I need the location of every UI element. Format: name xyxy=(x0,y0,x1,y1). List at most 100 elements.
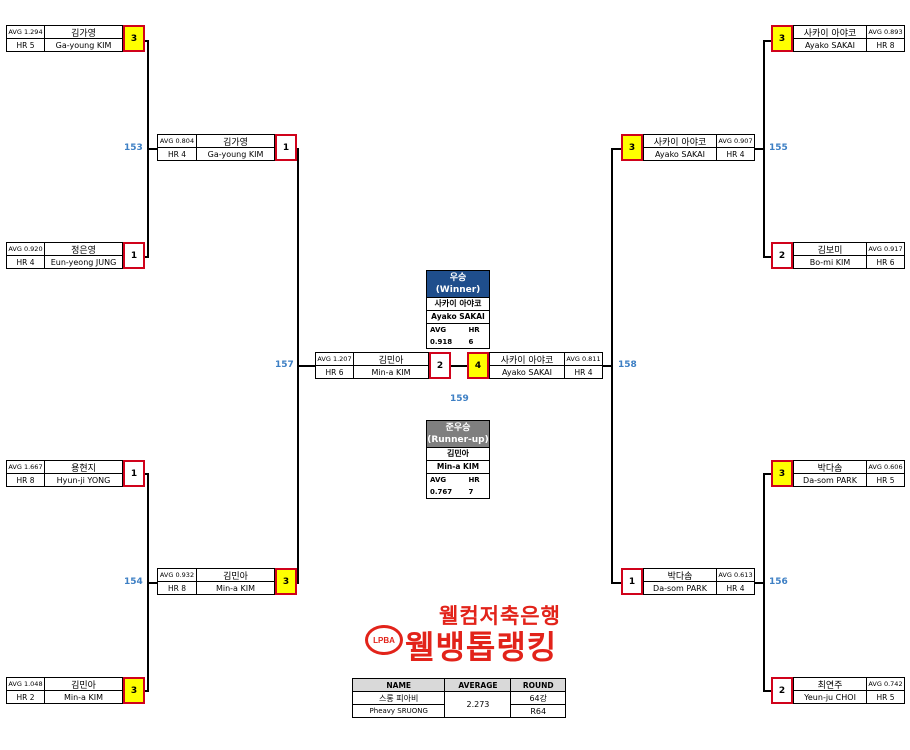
player-score: 3 xyxy=(123,25,145,52)
runnerup-subtitle: (Runner-up) xyxy=(427,435,489,445)
player-card: AVG 0.920 HR 4 정은영 Eun-yeong JUNG 1 xyxy=(6,242,145,276)
winner-name-korean: 사카이 아야코 xyxy=(427,297,489,310)
player-name-english: Ayako SAKAI xyxy=(489,365,565,379)
player-score: 2 xyxy=(771,242,793,269)
player-score: 3 xyxy=(123,677,145,704)
player-card: AVG 1.048 HR 2 김민아 Min-a KIM 3 xyxy=(6,677,145,711)
player-name-english: Yeun-ju CHOI xyxy=(793,690,867,704)
player-card: AVG 0.804 HR 4 김가영 Ga-young KIM 1 xyxy=(157,134,297,168)
sponsor-logo: 웰컴저축은행 LPBA 웰뱅톱랭킹 xyxy=(365,600,565,666)
player-name-english: Ayako SAKAI xyxy=(793,38,867,52)
winner-stats: AVG 0.918 HR 6 xyxy=(427,323,489,348)
match-number-153: 153 xyxy=(124,143,143,153)
player-hr: HR 4 xyxy=(564,365,603,379)
player-name-korean: 사카이 아야코 xyxy=(793,25,867,39)
logo-badge: LPBA xyxy=(365,625,403,655)
table-header-round: ROUND xyxy=(510,678,566,692)
player-score: 3 xyxy=(771,460,793,487)
player-avg: AVG 0.804 xyxy=(157,134,197,148)
player-score: 3 xyxy=(275,568,297,595)
player-hr: HR 2 xyxy=(6,690,45,704)
player-score: 1 xyxy=(275,134,297,161)
player-avg: AVG 0.742 xyxy=(866,677,905,691)
player-avg: AVG 1.048 xyxy=(6,677,45,691)
player-name-korean: 김가영 xyxy=(44,25,123,39)
player-avg: AVG 0.932 xyxy=(157,568,197,582)
logo-line-2: 웰뱅톱랭킹 xyxy=(405,628,558,666)
match-number-156: 156 xyxy=(769,577,788,587)
match-number-158: 158 xyxy=(618,360,637,370)
player-score: 1 xyxy=(123,460,145,487)
player-avg: AVG 0.613 xyxy=(716,568,755,582)
player-name-korean: 김민아 xyxy=(44,677,123,691)
player-hr: HR 8 xyxy=(6,473,45,487)
runnerup-header: 준우승 (Runner-up) xyxy=(427,421,489,447)
table-header-average: AVERAGE xyxy=(444,678,512,692)
player-name-korean: 최연주 xyxy=(793,677,867,691)
player-hr: HR 8 xyxy=(866,38,905,52)
match-number-157: 157 xyxy=(275,360,294,370)
runnerup-stats: AVG 0.767 HR 7 xyxy=(427,473,489,498)
table-average: 2.273 xyxy=(444,691,512,718)
player-hr: HR 5 xyxy=(866,473,905,487)
player-avg: AVG 0.920 xyxy=(6,242,45,256)
player-name-korean: 사카이 아야코 xyxy=(643,134,717,148)
player-name-korean: 김민아 xyxy=(196,568,275,582)
final-player-card-right: 4 사카이 아야코 Ayako SAKAI AVG 0.811 HR 4 xyxy=(467,352,603,386)
player-hr: HR 5 xyxy=(6,38,45,52)
player-name-english: Da-som PARK xyxy=(793,473,867,487)
player-score: 2 xyxy=(429,352,451,379)
player-score: 1 xyxy=(621,568,643,595)
player-score: 3 xyxy=(621,134,643,161)
runnerup-hr: HR 7 xyxy=(468,476,480,496)
player-card: AVG 1.294 HR 5 김가영 Ga-young KIM 3 xyxy=(6,25,145,59)
table-round-english: R64 xyxy=(510,704,566,718)
player-name-english: Min-a KIM xyxy=(353,365,429,379)
player-name-korean: 용현지 xyxy=(44,460,123,474)
table-header-name: NAME xyxy=(351,678,446,692)
final-player-card-left: AVG 1.207 HR 6 김민아 Min-a KIM 2 xyxy=(315,352,451,386)
player-name-korean: 김민아 xyxy=(353,352,429,366)
player-avg: AVG 0.893 xyxy=(866,25,905,39)
player-hr: HR 6 xyxy=(315,365,354,379)
runnerup-name-korean: 김민아 xyxy=(427,447,489,460)
winner-header: 우승 (Winner) xyxy=(427,271,489,297)
player-hr: HR 4 xyxy=(716,581,755,595)
player-card: 2 최연주 Yeun-ju CHOI AVG 0.742 HR 5 xyxy=(771,677,905,711)
logo-badge-text: LPBA xyxy=(373,635,395,645)
player-name-korean: 김보미 xyxy=(793,242,867,256)
player-name-english: Ga-young KIM xyxy=(196,147,275,161)
table-name-korean: 스롱 피아비 xyxy=(351,691,446,705)
player-avg: AVG 0.907 xyxy=(716,134,755,148)
player-avg: AVG 1.667 xyxy=(6,460,45,474)
player-avg: AVG 1.294 xyxy=(6,25,45,39)
player-name-english: Ayako SAKAI xyxy=(643,147,717,161)
player-name-korean: 김가영 xyxy=(196,134,275,148)
runnerup-avg: AVG 0.767 xyxy=(430,476,453,496)
player-name-english: Min-a KIM xyxy=(44,690,123,704)
runnerup-title: 준우승 xyxy=(445,423,471,433)
player-avg: AVG 0.811 xyxy=(564,352,603,366)
player-hr: HR 4 xyxy=(716,147,755,161)
player-name-english: Da-som PARK xyxy=(643,581,717,595)
player-score: 4 xyxy=(467,352,489,379)
player-score: 3 xyxy=(771,25,793,52)
player-score: 1 xyxy=(123,242,145,269)
player-name-english: Ga-young KIM xyxy=(44,38,123,52)
highest-average-table: NAME AVERAGE ROUND 스롱 피아비 2.273 64강 Phea… xyxy=(351,678,566,718)
player-card: 3 박다솜 Da-som PARK AVG 0.606 HR 5 xyxy=(771,460,905,494)
player-name-english: Bo-mi KIM xyxy=(793,255,867,269)
match-number-159: 159 xyxy=(450,394,469,404)
logo-line-1: 웰컴저축은행 xyxy=(439,604,561,628)
player-hr: HR 8 xyxy=(157,581,197,595)
runnerup-name-english: Min-a KIM xyxy=(427,460,489,473)
player-name-english: Eun-yeong JUNG xyxy=(44,255,123,269)
player-score: 2 xyxy=(771,677,793,704)
table-round-korean: 64강 xyxy=(510,691,566,705)
player-name-korean: 박다솜 xyxy=(643,568,717,582)
player-name-korean: 사카이 아야코 xyxy=(489,352,565,366)
player-avg: AVG 0.606 xyxy=(866,460,905,474)
winner-avg: AVG 0.918 xyxy=(430,326,453,346)
player-card: AVG 1.667 HR 8 용현지 Hyun-ji YONG 1 xyxy=(6,460,145,494)
player-avg: AVG 1.207 xyxy=(315,352,354,366)
